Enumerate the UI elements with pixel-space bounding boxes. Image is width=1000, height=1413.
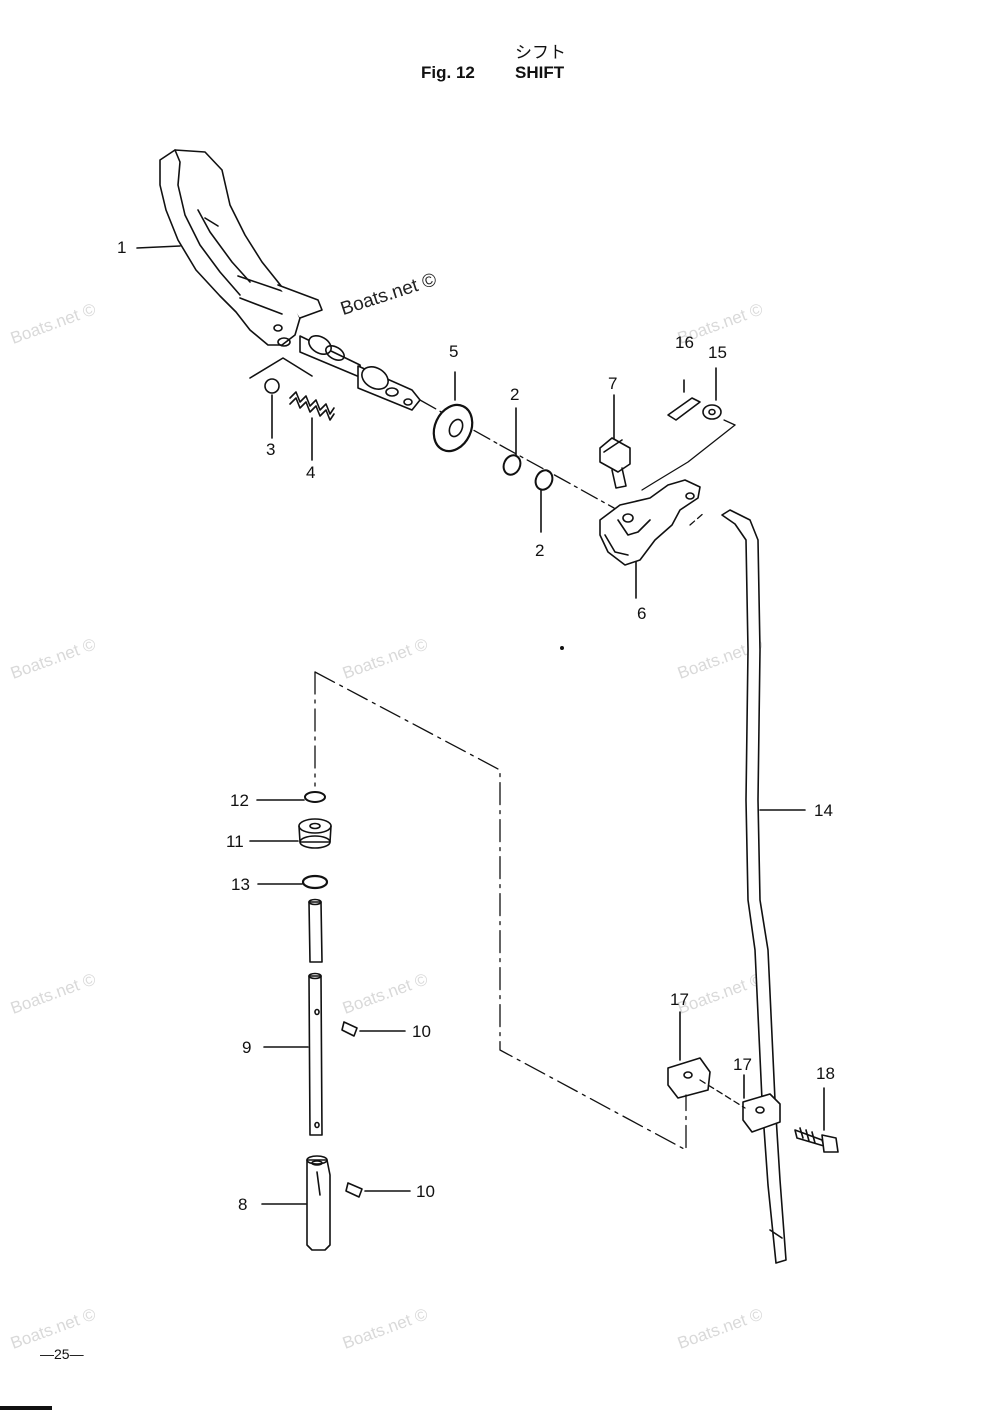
small-washer-part <box>502 454 522 476</box>
callout-8: 8 <box>238 1195 247 1214</box>
grommet-part <box>702 404 722 420</box>
japanese-title: シフト <box>515 43 566 62</box>
shift-lever-part <box>159 149 421 411</box>
pin-part <box>341 1021 358 1037</box>
callout-3: 3 <box>266 440 275 459</box>
callout-5: 5 <box>449 342 458 361</box>
rod-connector-part <box>667 1057 781 1133</box>
detent-ball-part <box>264 378 280 394</box>
snap-ring-part <box>301 874 329 890</box>
shift-rod-upper <box>308 901 323 963</box>
callout-10a: 10 <box>412 1022 431 1041</box>
callout-6: 6 <box>637 604 646 623</box>
clip-part <box>667 397 701 421</box>
figure-label: Fig. 12 <box>421 63 475 82</box>
callout-14: 14 <box>814 801 833 820</box>
bolt-part <box>599 437 631 489</box>
page-number: —25— <box>40 1346 84 1362</box>
small-washer-part <box>534 469 554 491</box>
bolt-part-18 <box>794 1127 839 1153</box>
callout-10b: 10 <box>416 1182 435 1201</box>
lower-shift-rod-part <box>308 972 323 1136</box>
callout-4: 4 <box>306 463 315 482</box>
callout-13: 13 <box>231 875 250 894</box>
shift-arm-part <box>599 479 701 566</box>
o-ring-part <box>304 791 326 803</box>
bushing-part <box>298 818 332 849</box>
washer-part <box>432 403 474 453</box>
callout-18: 18 <box>816 1064 835 1083</box>
detent-spring-part <box>289 391 335 421</box>
callout-11: 11 <box>226 832 244 851</box>
callout-17b: 17 <box>733 1055 752 1074</box>
footer-bar <box>0 1406 52 1410</box>
section-title: SHIFT <box>515 63 565 82</box>
callout-12: 12 <box>230 791 249 810</box>
shift-rod-part <box>721 509 787 1264</box>
pin-part <box>345 1182 363 1198</box>
callout-1: 1 <box>117 238 126 257</box>
callout-16: 16 <box>675 333 694 352</box>
callout-15: 15 <box>708 343 727 362</box>
callout-7: 7 <box>608 374 617 393</box>
callout-9: 9 <box>242 1038 251 1057</box>
callout-17a: 17 <box>670 990 689 1009</box>
callout-2: 2 <box>510 385 519 404</box>
callout-2b: 2 <box>535 541 544 560</box>
shift-cam-part <box>306 1155 331 1251</box>
